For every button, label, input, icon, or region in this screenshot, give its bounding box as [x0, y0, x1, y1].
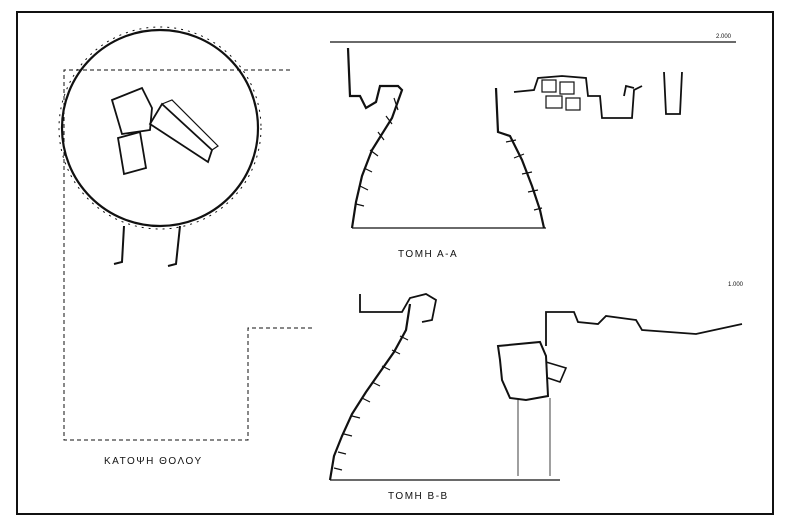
section-aa-drawing: [330, 41, 736, 229]
section-bb-guide-lines: [517, 398, 551, 476]
tholos-circle-rough: [58, 26, 262, 230]
scale-label-bottom: 1.000: [728, 282, 744, 288]
section-bb-drawing: [328, 293, 743, 481]
masonry-block-1: [541, 79, 557, 93]
fallen-block-4: [161, 99, 219, 151]
plan-dashed-outline: [63, 69, 312, 441]
scale-label-top: 2.000: [716, 34, 732, 40]
section-aa-right-profile: [494, 87, 546, 229]
section-aa-right-blocks: [505, 139, 543, 211]
section-bb-lintel: [496, 340, 550, 402]
section-aa-right-end: [623, 71, 683, 115]
section-bb-label: ΤΟΜΗ Β-Β: [388, 491, 449, 502]
masonry-block-3: [545, 95, 563, 109]
plan-drawing: [58, 26, 312, 441]
section-bb-cap: [359, 293, 438, 323]
masonry-block-2: [559, 81, 575, 95]
section-aa-left-blocks: [355, 97, 399, 207]
fallen-block-2: [116, 130, 148, 176]
masonry-block-4: [565, 97, 581, 111]
section-aa-masonry: [513, 75, 643, 119]
drawing-frame: [16, 11, 774, 515]
tholos-circle: [60, 28, 260, 228]
section-bb-wall: [545, 311, 743, 346]
fallen-block-3: [148, 102, 214, 164]
section-aa-left-profile: [346, 47, 404, 229]
plan-label: ΚΑΤΟΨΗ ΘΟΛΟΥ: [104, 456, 203, 467]
section-aa-label: ΤΟΜΗ Α-Α: [398, 249, 459, 260]
fallen-block-1: [110, 86, 153, 136]
dromos-entrance: [113, 225, 181, 267]
section-bb-lintel-joint: [545, 361, 568, 383]
section-bb-blocks: [333, 335, 409, 471]
